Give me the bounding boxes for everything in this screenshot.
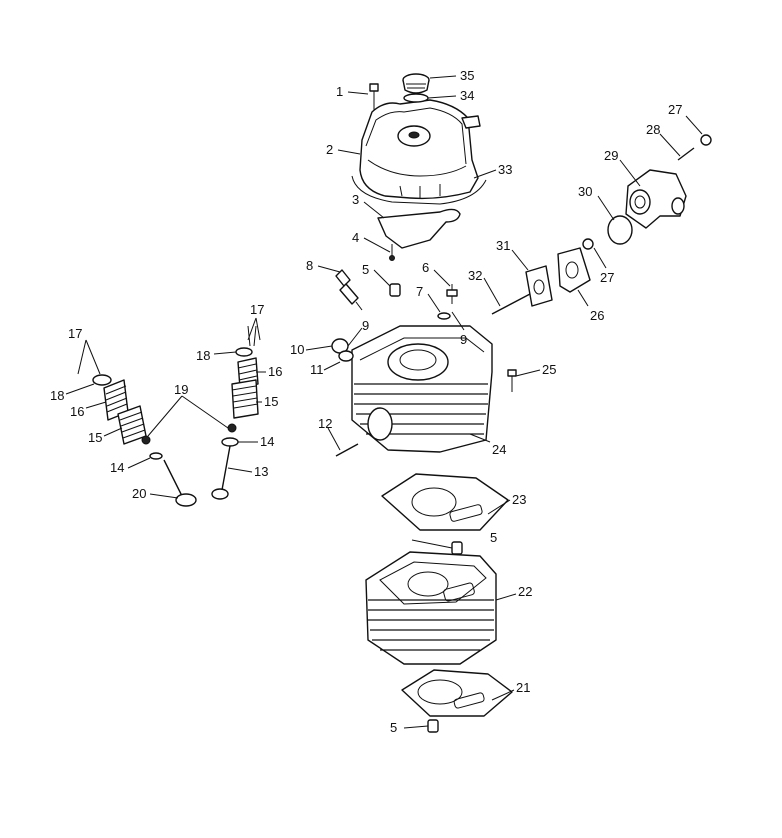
- callout-18-right: 18: [196, 348, 210, 363]
- callout-5-upper: 5: [362, 262, 369, 277]
- manifold-o-ring: [607, 215, 633, 245]
- callout-4: 4: [352, 230, 359, 245]
- callout-22: 22: [518, 584, 532, 599]
- nut-upper: [700, 134, 712, 146]
- base-gasket: [401, 669, 513, 717]
- callout-10: 10: [290, 342, 304, 357]
- callout-5-middle: 5: [490, 530, 497, 545]
- callout-30: 30: [578, 184, 592, 199]
- callout-1: 1: [336, 84, 343, 99]
- callout-26: 26: [590, 308, 604, 323]
- callout-16-right: 16: [268, 364, 282, 379]
- callout-3: 3: [352, 192, 359, 207]
- callout-31: 31: [496, 238, 510, 253]
- callout-14-left: 14: [110, 460, 124, 475]
- callout-6: 6: [422, 260, 429, 275]
- callout-20: 20: [132, 486, 146, 501]
- callout-32: 32: [468, 268, 482, 283]
- manifold-stud: [491, 293, 531, 315]
- callout-5-lower: 5: [390, 720, 397, 735]
- cover-gasket: [351, 175, 487, 205]
- dowel-pin-upper: [389, 283, 401, 297]
- breather-plate: [377, 208, 461, 249]
- dowel-pin-lower: [427, 719, 439, 733]
- callout-11: 11: [310, 362, 324, 377]
- callout-35: 35: [460, 68, 474, 83]
- callout-25: 25: [542, 362, 556, 377]
- leader-lines: [65, 75, 703, 729]
- head-bolt: [507, 369, 517, 392]
- head-gasket: [381, 473, 509, 531]
- callout-2: 2: [326, 142, 333, 157]
- dowel-pin-middle: [451, 541, 463, 555]
- cylinder-head: [351, 325, 493, 453]
- intake-insulator: [525, 265, 553, 307]
- valve-assembly-left: [92, 374, 197, 507]
- callout-19: 19: [174, 382, 188, 397]
- spark-plug: [335, 269, 363, 311]
- intake-gasket: [557, 247, 591, 293]
- tappet-adjuster: [437, 284, 458, 320]
- callout-16-left: 16: [70, 404, 84, 419]
- cover-bolt: [369, 83, 379, 110]
- callout-17-left: 17: [68, 326, 82, 341]
- callout-9-right: 9: [460, 332, 467, 347]
- callout-12: 12: [318, 416, 332, 431]
- cylinder-head-cover: [359, 99, 481, 200]
- filler-cap: [402, 73, 430, 94]
- cap-nut: [331, 338, 354, 362]
- nut-lower: [582, 238, 594, 250]
- valve-assembly-right: [211, 325, 259, 500]
- callout-18-left: 18: [50, 388, 64, 403]
- intake-manifold: [625, 169, 687, 229]
- callout-7: 7: [416, 284, 423, 299]
- callout-15-left: 15: [88, 430, 102, 445]
- stud-bolt: [335, 443, 359, 457]
- callout-27-lower: 27: [600, 270, 614, 285]
- callout-14-right: 14: [260, 434, 274, 449]
- callout-23: 23: [512, 492, 526, 507]
- manifold-bolt: [677, 147, 695, 161]
- o-ring: [403, 93, 429, 103]
- callout-13: 13: [254, 464, 268, 479]
- callout-27-upper: 27: [668, 102, 682, 117]
- callout-17-right: 17: [250, 302, 264, 317]
- callout-29: 29: [604, 148, 618, 163]
- plate-screw: [389, 244, 395, 261]
- callout-9-left: 9: [362, 318, 369, 333]
- callout-21: 21: [516, 680, 530, 695]
- callout-8: 8: [306, 258, 313, 273]
- cylinder-block: [365, 551, 497, 665]
- callout-28: 28: [646, 122, 660, 137]
- callout-34: 34: [460, 88, 474, 103]
- callout-24: 24: [492, 442, 506, 457]
- callout-labels: 1 2 3 4 5 6 7 8 9 9 10 11 12 13 14 14 15…: [50, 68, 682, 735]
- callout-33: 33: [498, 162, 512, 177]
- callout-15-right: 15: [264, 394, 278, 409]
